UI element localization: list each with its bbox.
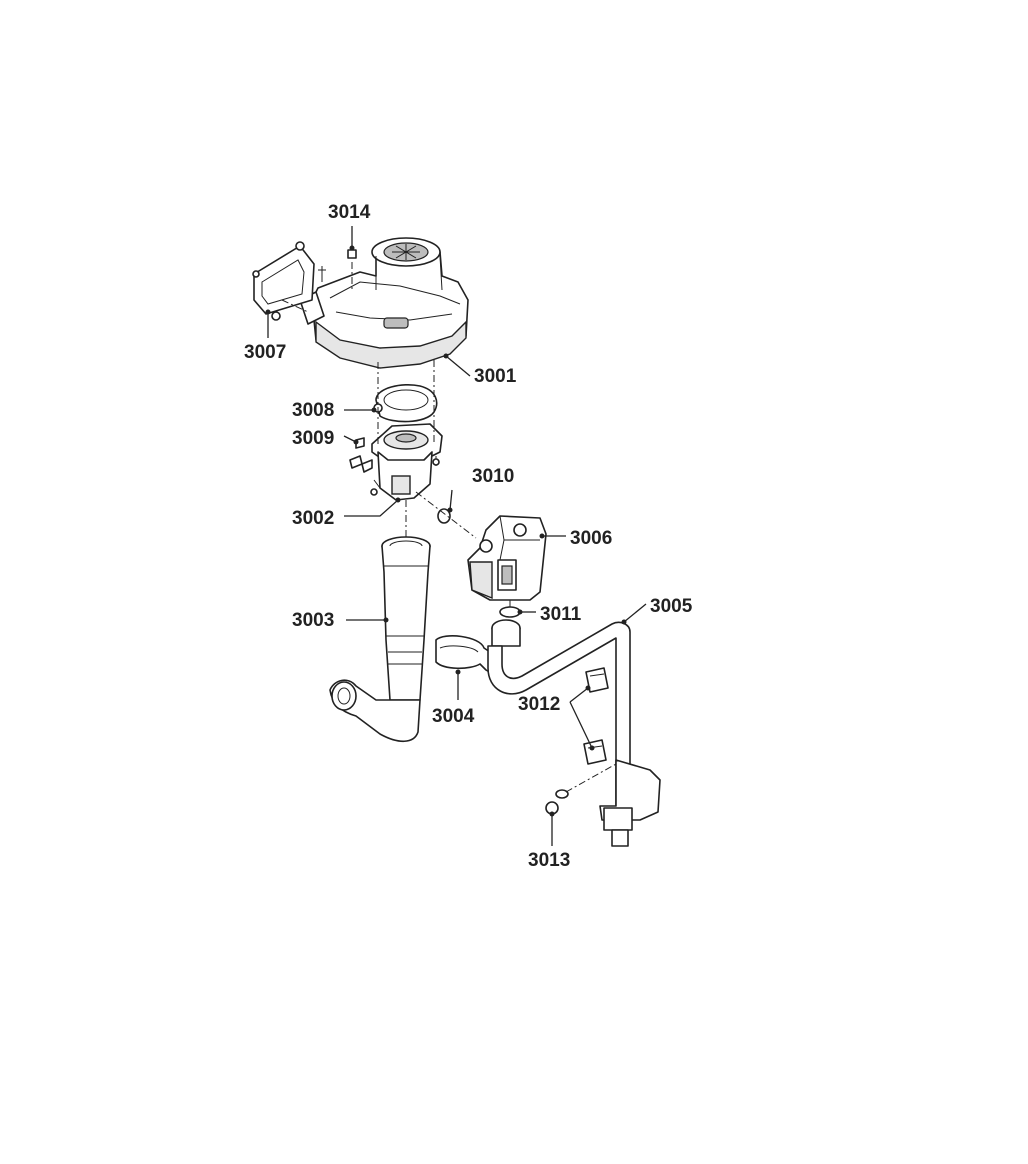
assembly-lines bbox=[281, 262, 617, 793]
fan-blower-assembly bbox=[299, 237, 469, 369]
pipe-clip bbox=[435, 635, 497, 677]
callout-3008: 3008 bbox=[292, 400, 334, 421]
callout-3002: 3002 bbox=[292, 508, 334, 529]
screw-set bbox=[349, 437, 373, 473]
washer bbox=[499, 606, 521, 618]
callout-3004: 3004 bbox=[432, 706, 475, 727]
callout-3005: 3005 bbox=[650, 596, 693, 617]
venturi-mixer bbox=[370, 423, 443, 501]
callout-3014: 3014 bbox=[328, 202, 371, 223]
gasket-plate bbox=[252, 241, 315, 321]
gas-valve bbox=[467, 515, 547, 601]
pipe-clip-upper bbox=[585, 667, 609, 693]
callout-3003: 3003 bbox=[292, 610, 334, 631]
callout-3007: 3007 bbox=[244, 342, 286, 363]
o-ring-small bbox=[437, 508, 451, 524]
callout-3011: 3011 bbox=[540, 604, 582, 625]
leader-lines bbox=[265, 226, 647, 846]
nut-washer bbox=[545, 789, 569, 815]
screw-small bbox=[347, 249, 357, 259]
callout-3009: 3009 bbox=[292, 428, 334, 449]
callout-3001: 3001 bbox=[474, 366, 517, 387]
callout-3010: 3010 bbox=[472, 466, 514, 487]
gasket-ring bbox=[373, 384, 438, 423]
gas-pipe bbox=[487, 619, 661, 847]
callout-3013: 3013 bbox=[528, 850, 570, 871]
pipe-clip-lower bbox=[583, 739, 607, 765]
inlet-pipe bbox=[329, 536, 431, 743]
callout-3012: 3012 bbox=[518, 694, 560, 715]
callout-3006: 3006 bbox=[570, 528, 612, 549]
